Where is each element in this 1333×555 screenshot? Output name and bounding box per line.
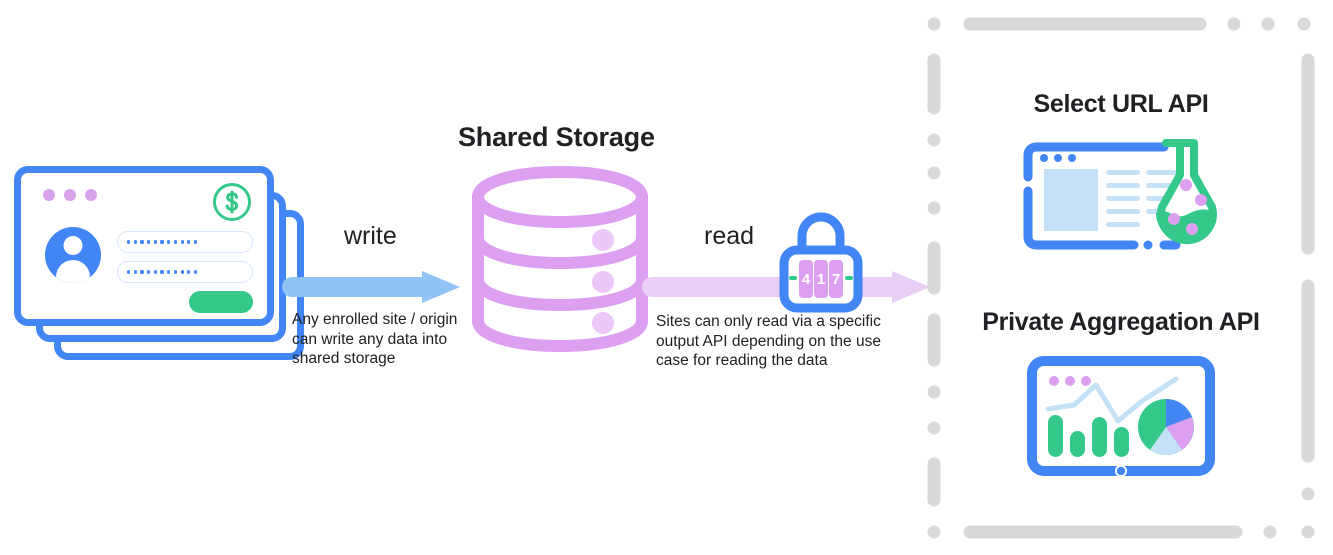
write-arrow-icon (282, 271, 460, 303)
output-apis-panel: Select URL API (918, 8, 1324, 548)
window-dot (85, 189, 97, 201)
analytics-dashboard-icon (918, 355, 1324, 481)
window-dot (64, 189, 76, 201)
database-cylinder-icon (471, 166, 649, 353)
avatar-body (56, 260, 90, 283)
write-caption: Any enrolled site / origin can write any… (292, 311, 458, 367)
masked-value (127, 240, 198, 244)
shared-storage-title: Shared Storage (458, 122, 655, 152)
window-traffic-dots (43, 189, 97, 201)
dollar-circle-icon (213, 183, 251, 221)
api-title: Private Aggregation API (982, 308, 1260, 336)
masked-value (127, 270, 198, 274)
api-title: Select URL API (1033, 90, 1209, 118)
avatar-head (63, 236, 83, 255)
api-item-select-url: Select URL API (918, 90, 1324, 253)
dashed-panel-border (927, 17, 1315, 539)
api-item-private-aggregation: Private Aggregation API (918, 308, 1324, 481)
lock-digit-1: 4 (802, 271, 811, 288)
lock-digit-3: 7 (832, 271, 840, 288)
read-label: read (704, 222, 755, 250)
write-label: write (344, 222, 397, 250)
browser-window-front (14, 166, 274, 326)
lock-digit-2: 1 (817, 271, 825, 288)
read-caption: Sites can only read via a specific outpu… (656, 313, 881, 369)
stacked-browser-windows-icon (14, 166, 304, 366)
browser-window-flask-icon (918, 137, 1324, 253)
user-avatar-icon (45, 227, 101, 283)
password-field[interactable] (117, 261, 253, 283)
shared-storage-node: Shared Storage (458, 122, 658, 353)
window-dot (43, 189, 55, 201)
read-flow: read 4 1 7 Sites can onl (642, 212, 938, 402)
combination-padlock-icon: 4 1 7 (779, 212, 863, 313)
write-flow: write Any enrolled site / origin can wri… (282, 222, 468, 392)
username-field[interactable] (117, 231, 253, 253)
submit-button[interactable] (189, 291, 253, 313)
